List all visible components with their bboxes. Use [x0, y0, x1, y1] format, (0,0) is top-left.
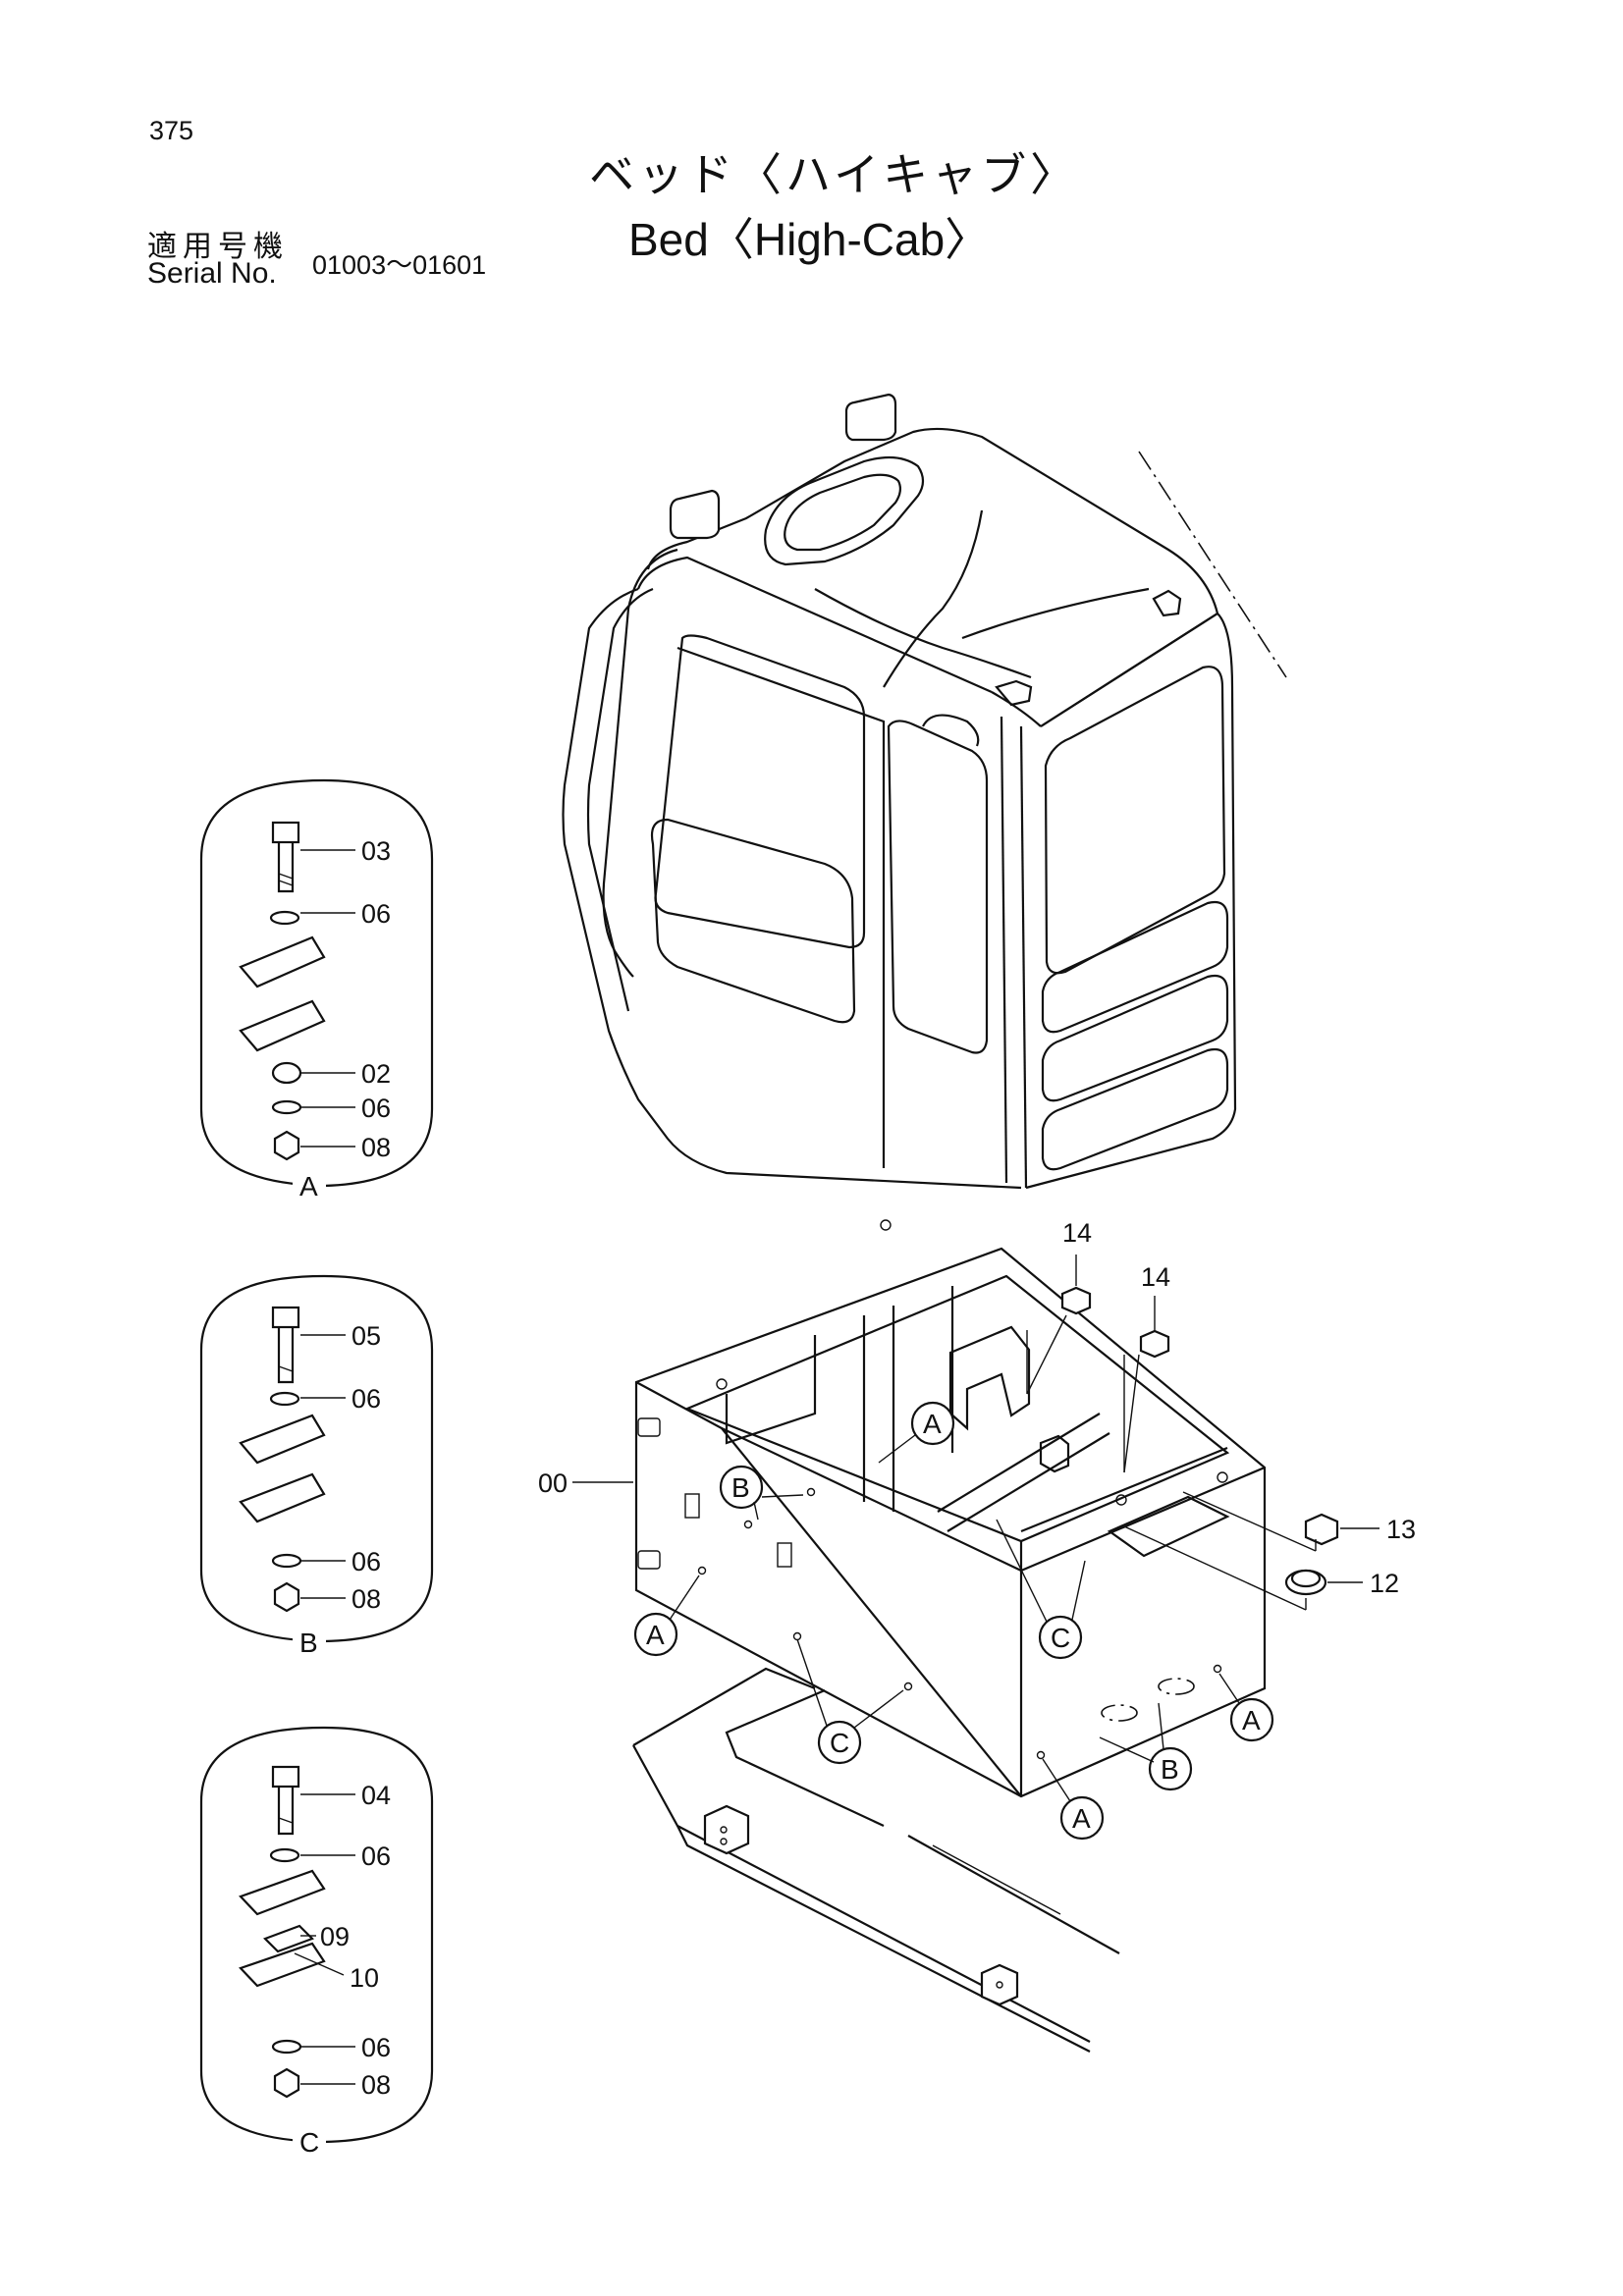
callout-grommet: 12	[1370, 1569, 1399, 1598]
ref-marker-b-1: B	[719, 1465, 804, 1521]
detail-a-part-4: 06	[361, 1094, 391, 1123]
serial-label-english: Serial No.	[147, 257, 277, 290]
svg-text:C: C	[1051, 1623, 1070, 1653]
svg-text:A: A	[923, 1409, 942, 1439]
page-title-english: Bed〈High-Cab〉	[628, 214, 991, 265]
page-title-japanese: ベッド〈ハイキャブ〉	[589, 149, 1080, 200]
upper-frame-illustration	[632, 1667, 1120, 2053]
detail-b-part-3: 06	[352, 1547, 381, 1576]
detail-c-part-1: 04	[361, 1781, 391, 1810]
bolt-icon	[271, 1765, 300, 1836]
svg-text:A: A	[646, 1620, 665, 1650]
detail-c-part-6: 08	[361, 2070, 391, 2100]
ref-marker-b-2: B	[1099, 1702, 1193, 1791]
ref-marker-a-3: A	[1218, 1673, 1274, 1742]
detail-c-label: C	[299, 2127, 319, 2158]
callout-plug-b: 14	[1141, 1262, 1170, 1292]
page-number: 375	[149, 116, 194, 145]
svg-text:C: C	[830, 1728, 849, 1758]
ref-marker-a-2: A	[633, 1575, 700, 1657]
callout-bed: 00	[538, 1468, 568, 1498]
detail-b-part-1: 05	[352, 1321, 381, 1351]
detail-view-b: 05 06 06 08 B	[199, 1274, 434, 1658]
svg-text:B: B	[731, 1472, 750, 1503]
detail-b-part-4: 08	[352, 1584, 381, 1614]
callout-cap: 13	[1386, 1515, 1416, 1544]
detail-c-part-5: 06	[361, 2033, 391, 2062]
detail-c-part-4: 10	[350, 1963, 379, 1993]
detail-a-part-2: 06	[361, 899, 391, 929]
detail-c-part-2: 06	[361, 1842, 391, 1871]
svg-text:B: B	[1161, 1754, 1179, 1785]
ref-marker-a-4: A	[1042, 1758, 1105, 1841]
svg-text:A: A	[1072, 1803, 1091, 1834]
detail-b-part-2: 06	[352, 1384, 381, 1414]
grommet-part-illustration: 12	[1123, 1525, 1399, 1611]
serial-label-japanese: 適用号機	[147, 231, 289, 263]
svg-text:A: A	[1242, 1705, 1261, 1735]
detail-a-part-1: 03	[361, 836, 391, 866]
detail-a-label: A	[299, 1171, 318, 1201]
callout-plug-a: 14	[1062, 1218, 1092, 1248]
plug-part-illustration: 14 14	[1026, 1218, 1170, 1473]
bed-frame-illustration	[634, 1219, 1267, 1798]
detail-c-part-3: 09	[320, 1922, 350, 1951]
bolt-icon	[271, 1306, 300, 1384]
bolt-icon	[271, 821, 300, 893]
cab-illustration	[562, 393, 1287, 1190]
ref-marker-a-1: A	[878, 1401, 955, 1464]
detail-b-label: B	[299, 1628, 318, 1658]
detail-view-a: 03 06 02 06 08 A	[199, 778, 434, 1201]
ref-marker-c-1: C	[996, 1519, 1086, 1660]
detail-view-c: 04 06 09 10 06 08 C	[199, 1726, 434, 2158]
detail-a-part-5: 08	[361, 1133, 391, 1162]
cap-part-illustration: 13	[1182, 1491, 1416, 1552]
detail-a-part-3: 02	[361, 1059, 391, 1089]
serial-range: 01003～01601	[312, 250, 487, 280]
ref-marker-c-2: C	[796, 1638, 904, 1765]
